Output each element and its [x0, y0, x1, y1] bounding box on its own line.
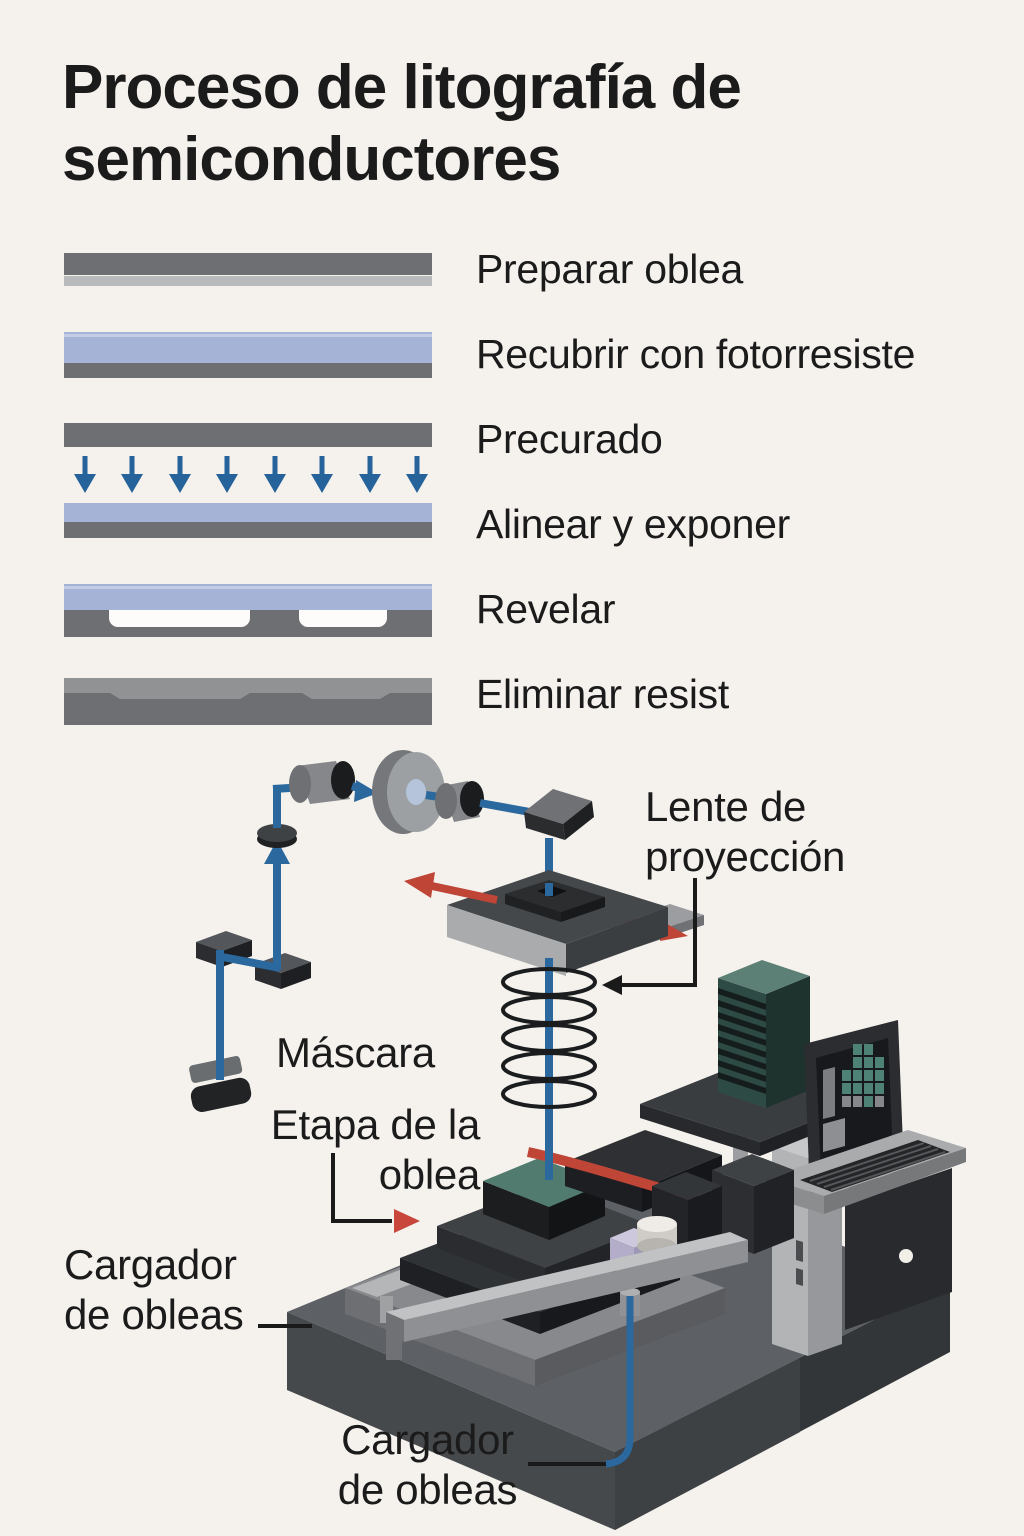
beam-right-arrow-icon: [354, 780, 378, 802]
mask-scan-arrow-left-icon: [404, 872, 435, 898]
label-pointers: [258, 878, 697, 1468]
loader-bottom-pointer-blue: [605, 1296, 634, 1468]
label-projection-lens: Lente de proyección: [645, 783, 846, 880]
wafer-stage-pointer: [331, 1153, 392, 1223]
label-mask: Máscara: [276, 1029, 435, 1076]
loader-rail: [386, 1232, 748, 1360]
wafer-chuck: [483, 1158, 605, 1240]
wafer: [483, 1158, 605, 1207]
cabinet: [845, 1168, 952, 1330]
lamp: [189, 1055, 252, 1112]
mask-stage: [404, 870, 704, 976]
mirror-b: [255, 953, 311, 989]
wafer-handler: [386, 1130, 794, 1360]
step-label-strip: Eliminar resist: [476, 671, 729, 717]
handler-box-tall: [712, 1154, 794, 1254]
beam-up-arrow-icon: [264, 840, 290, 864]
exposure-arrows-icon: [74, 456, 428, 493]
keyboard: [800, 1140, 950, 1192]
illumination-optics: [189, 750, 594, 1112]
turning-prism: [524, 789, 594, 840]
light-beam-path: [216, 858, 281, 1080]
diagram-develop: [64, 584, 432, 637]
step-label-align-expose: Alinear y exponer: [476, 501, 790, 547]
projection-lens-coils: [501, 967, 597, 1109]
wafer-stage-arrow-icon: [394, 1209, 420, 1233]
main-lens-disc: [372, 750, 445, 834]
label-wafer-loader-bottom: Cargador de obleas: [337, 1416, 518, 1513]
diagram-prepare-wafer: [64, 253, 432, 286]
diagram-prebake: [64, 423, 432, 447]
machine-illustration: [189, 750, 966, 1530]
lens-cylinder-2: [435, 781, 484, 822]
label-wafer-stage: Etapa de la oblea: [270, 1101, 481, 1198]
condenser-disc: [257, 824, 297, 848]
screen-grid-icon: [842, 1044, 884, 1107]
projection-lens-arrow-icon: [602, 975, 622, 995]
label-wafer-loader-left: Cargador de obleas: [64, 1241, 244, 1338]
step-label-develop: Revelar: [476, 586, 616, 632]
power-button-icon: [899, 1249, 913, 1263]
step-label-prebake: Precurado: [476, 416, 663, 462]
step-label-prepare: Preparar oblea: [476, 246, 744, 292]
diagram-coat-resist: [64, 332, 432, 378]
step-diagrams: [64, 253, 432, 725]
diagram-align-expose: [64, 503, 432, 538]
projection-lens-pointer: [620, 878, 697, 987]
control-station: [640, 960, 966, 1356]
step-label-coat: Recubrir con fotorresiste: [476, 331, 916, 377]
lens-cylinder-1: [289, 761, 355, 804]
page-title: Proceso de litografía de semiconductores: [62, 53, 742, 194]
server-rack: [718, 960, 810, 1108]
diagram-strip-resist: [64, 678, 432, 725]
